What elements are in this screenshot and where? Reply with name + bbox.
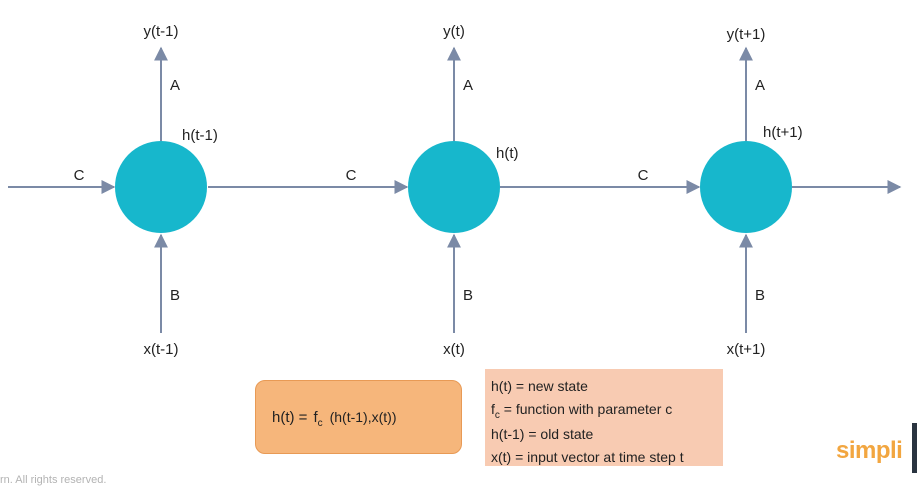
corner-edge-bar [912,423,917,473]
equation-function-subscript: c [317,417,323,429]
legend-desc: = function with parameter c [503,400,673,417]
recurrent-weight-label-1: C [74,167,85,184]
output-label-3: y(t+1) [727,26,766,43]
equation-arg-separator: , [367,409,372,425]
legend-term: f [491,400,495,417]
equation-arg-prev-state: (h(t-1) [329,409,368,425]
hidden-label-3: h(t+1) [763,124,803,141]
legend-term: h(t) [491,378,512,394]
simplilearn-logo: simpli [836,437,903,464]
output-weight-label-2: A [463,77,473,94]
legend-row: h(t-1) = old state [491,423,717,446]
legend-term: h(t-1) [491,426,525,442]
legend-desc: = new state [515,378,588,394]
hidden-node-1 [115,141,207,233]
copyright-text: rn. All rights reserved. [0,474,107,486]
output-weight-label-1: A [170,77,180,94]
recurrent-weight-label-3: C [638,167,649,184]
input-label-2: x(t) [443,341,465,358]
input-weight-label-1: B [170,287,180,304]
legend-row: x(t) = input vector at time step t [491,446,717,469]
input-weight-label-3: B [755,287,765,304]
recurrent-weight-label-2: C [346,167,357,184]
hidden-node-2 [408,141,500,233]
legend-desc: = input vector at time step t [515,448,684,465]
equation-lhs: h(t) = [272,408,308,426]
output-label-1: y(t-1) [144,23,179,40]
equation-arg-input: x(t)) [371,409,397,425]
legend-row: h(t) = new state [491,375,717,398]
input-label-3: x(t+1) [727,341,766,358]
equation-box: h(t) = fc (h(t-1),x(t)) [255,380,462,454]
legend-desc: = old state [528,426,594,442]
output-weight-label-3: A [755,77,765,94]
equation-function: fc [313,408,323,429]
input-weight-label-2: B [463,287,473,304]
input-label-1: x(t-1) [144,341,179,358]
output-label-2: y(t) [443,23,465,40]
hidden-label-2: h(t) [496,145,519,162]
hidden-node-3 [700,141,792,233]
equation-arguments: (h(t-1),x(t)) [330,409,397,425]
legend-term-subscript: c [494,409,500,421]
legend-term: x(t) [491,448,512,465]
legend-box: h(t) = new state fc = function with para… [485,369,723,466]
equation-function-letter: f [313,408,318,426]
hidden-label-1: h(t-1) [182,127,218,144]
legend-row: fc = function with parameter c [491,398,717,424]
